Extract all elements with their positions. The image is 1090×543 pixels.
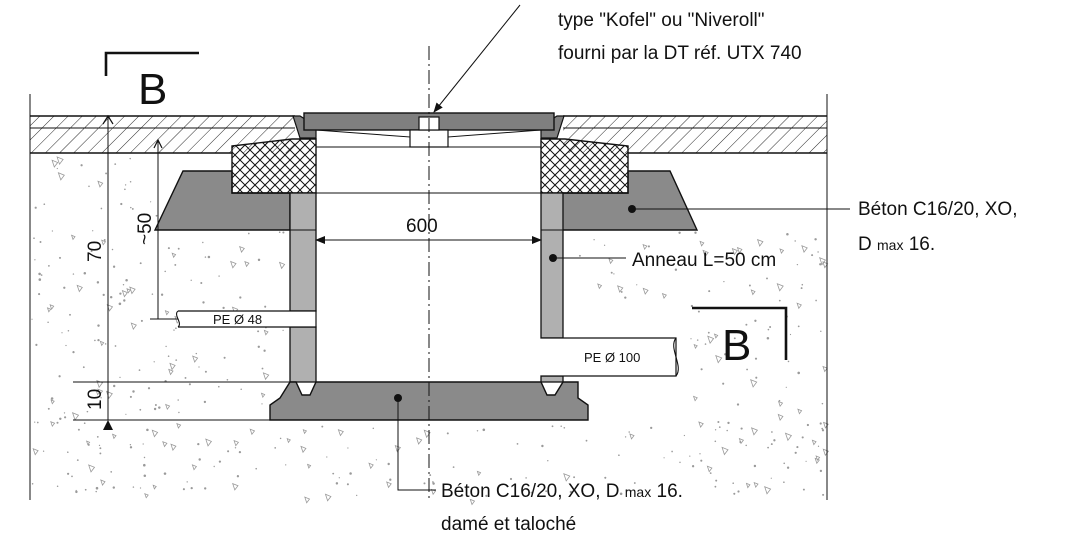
section-mark-right: B bbox=[692, 306, 788, 370]
dim-base-thickness: 10 bbox=[85, 389, 106, 410]
pipe-right bbox=[541, 337, 679, 377]
ring-label: Anneau L=50 cm bbox=[632, 250, 776, 271]
cover-label-line1: type "Kofel" ou "Niveroll" bbox=[558, 10, 765, 31]
dimension-lines bbox=[73, 114, 542, 430]
concrete-top-label-line2: D max 16. bbox=[858, 234, 935, 255]
section-mark-left-label: B bbox=[138, 65, 167, 114]
base-label-line1: Béton C16/20, XO, D max 16. bbox=[441, 481, 683, 502]
dim-depth-upper: ~50 bbox=[135, 213, 156, 245]
base-label-line2: damé et taloché bbox=[441, 514, 576, 535]
pipe-left bbox=[176, 310, 317, 328]
dim-depth-total: 70 bbox=[85, 241, 106, 262]
cover-label-line2: fourni par la DT réf. UTX 740 bbox=[558, 43, 802, 64]
pipe-left-label: PE Ø 48 bbox=[213, 312, 262, 327]
leader-lines bbox=[394, 4, 850, 491]
concrete-top-label-line1: Béton C16/20, XO, bbox=[858, 199, 1018, 220]
pipe-right-label: PE Ø 100 bbox=[584, 350, 640, 365]
frame-blocks bbox=[231, 138, 629, 194]
section-mark-right-label: B bbox=[722, 321, 751, 370]
dim-inner-width: 600 bbox=[406, 216, 438, 237]
ring-walls bbox=[289, 192, 564, 383]
section-mark-left: B bbox=[104, 51, 199, 114]
